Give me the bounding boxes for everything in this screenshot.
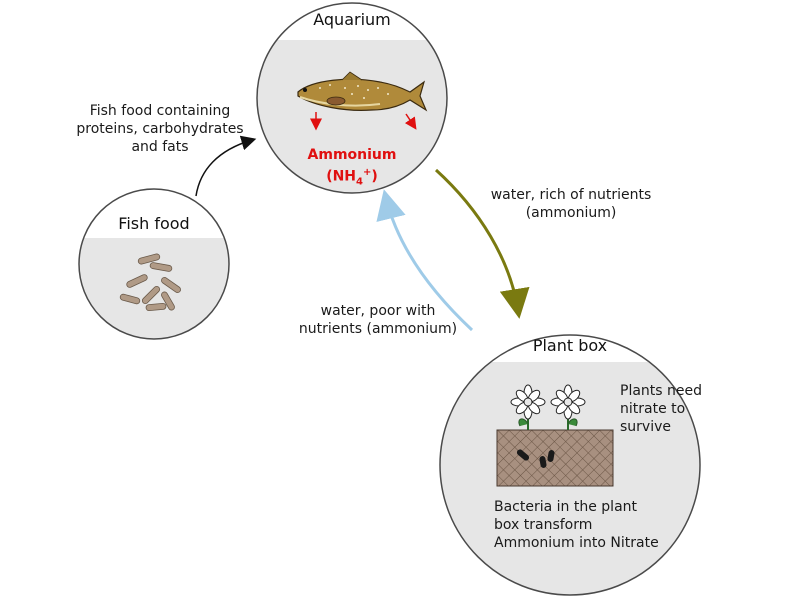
ammonium-drift-arrow xyxy=(404,113,417,130)
rich-water-label: water, rich of nutrients (ammonium) xyxy=(466,186,676,222)
plants-note-line-2: nitrate to xyxy=(620,401,686,417)
food-pellets-icon xyxy=(119,253,181,312)
food-arrow-line-1: Fish food containing xyxy=(89,103,231,119)
poor-water-line-2: nutrients (ammonium) xyxy=(298,321,458,337)
fish-icon xyxy=(297,71,428,112)
poor-water-line-1: water, poor with xyxy=(320,303,436,319)
ammonium-formula-sub: 4 xyxy=(356,176,363,188)
plants-note: Plants need nitrate to survive xyxy=(620,382,720,436)
bacteria-note-line-1: Bacteria in the plant xyxy=(494,499,638,515)
ammonium-label: Ammonium xyxy=(307,147,397,163)
plant-box-title: Plant box xyxy=(532,336,608,355)
soil-box xyxy=(496,429,614,487)
poor-water-label: water, poor with nutrients (ammonium) xyxy=(292,302,464,338)
rich-water-line-1: water, rich of nutrients xyxy=(490,187,652,203)
aquarium-title: Aquarium xyxy=(313,10,391,29)
ammonium-formula-prefix: (NH xyxy=(326,168,357,185)
bacteria-note-line-2: box transform xyxy=(494,517,593,533)
ammonium-formula: (NH4+) xyxy=(294,164,410,191)
bacteria-note-line-3: Ammonium into Nitrate xyxy=(494,535,659,551)
plants-to-aquarium-arrow xyxy=(376,189,474,332)
food-arrow-label: Fish food containing proteins, carbohydr… xyxy=(62,102,258,156)
plants-note-line-1: Plants need xyxy=(620,383,703,399)
bacteria-note: Bacteria in the plant box transform Ammo… xyxy=(494,498,694,552)
flower-icon xyxy=(510,384,586,430)
aquarium-to-plants-arrow xyxy=(434,168,530,319)
food-arrow-line-2: proteins, carbohydrates xyxy=(76,121,244,137)
ammonium-formula-suffix: ) xyxy=(371,168,378,185)
fish-food-title: Fish food xyxy=(118,214,190,233)
food-arrow-line-3: and fats xyxy=(131,139,189,155)
ammonium-formula-sup: + xyxy=(363,167,372,178)
bacteria-icon xyxy=(516,449,555,468)
food-to-aquarium-arrow xyxy=(195,135,257,197)
rich-water-line-2: (ammonium) xyxy=(525,205,617,221)
plants-note-line-3: survive xyxy=(620,419,671,435)
